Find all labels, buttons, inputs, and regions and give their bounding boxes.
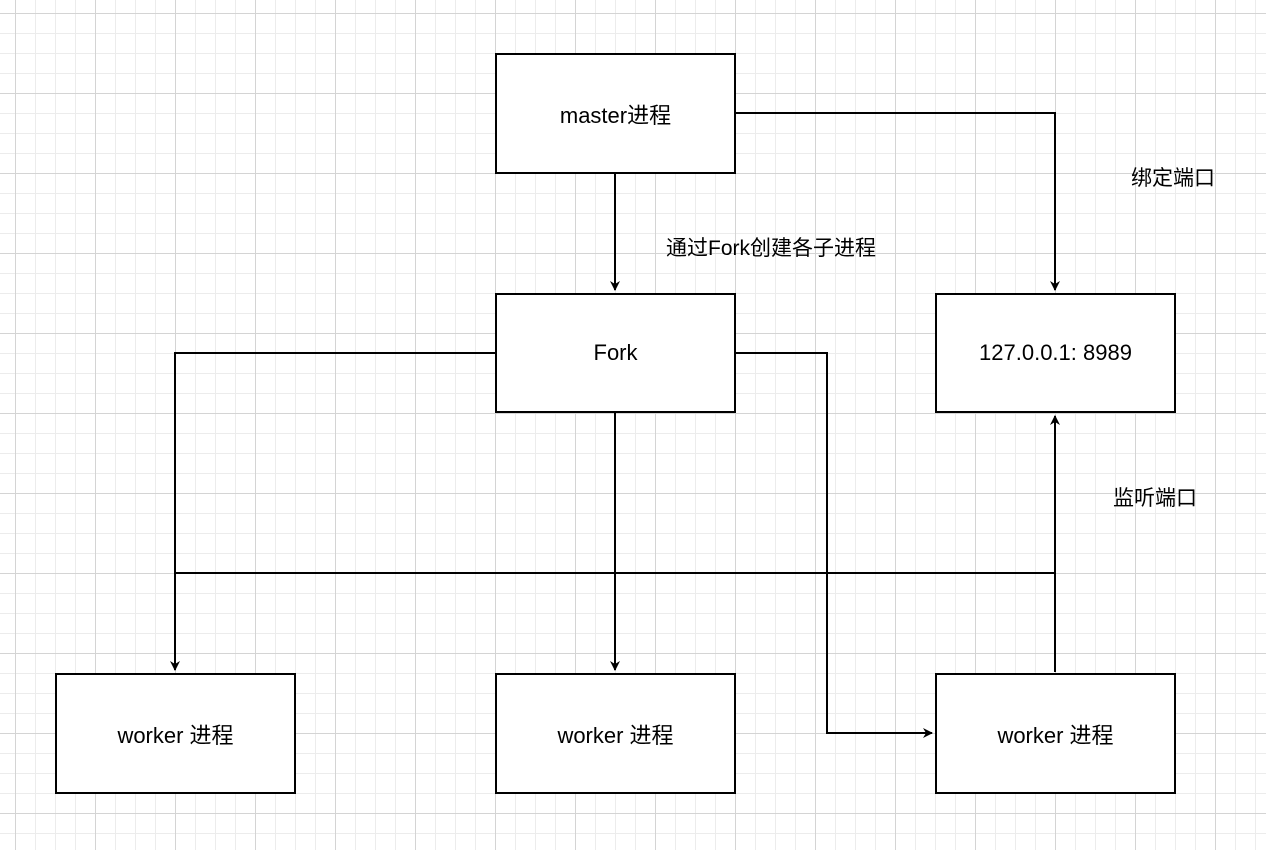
worker-center-node: worker 进程: [495, 673, 736, 794]
address-node: 127.0.0.1: 8989: [935, 293, 1176, 413]
listen-port-label: 监听端口: [1113, 487, 1197, 510]
worker-right-label: worker 进程: [997, 722, 1114, 748]
worker-left-label: worker 进程: [117, 722, 234, 748]
worker-right-node: worker 进程: [935, 673, 1176, 794]
worker-left-node: worker 进程: [55, 673, 296, 794]
fork-node: Fork: [495, 293, 736, 413]
address-label: 127.0.0.1: 8989: [979, 340, 1132, 365]
master-process-node: master进程: [495, 53, 736, 174]
worker-center-label: worker 进程: [557, 722, 674, 748]
bind-port-label: 绑定端口: [1131, 167, 1215, 190]
edge-fork-to-worker-left: [170, 352, 495, 671]
edge-fork-to-worker-right: [736, 352, 933, 738]
fork-create-label: 通过Fork创建各子进程: [666, 237, 876, 260]
fork-label: Fork: [593, 340, 638, 365]
edge-master-to-address: [736, 112, 1060, 291]
master-process-label: master进程: [559, 102, 672, 128]
